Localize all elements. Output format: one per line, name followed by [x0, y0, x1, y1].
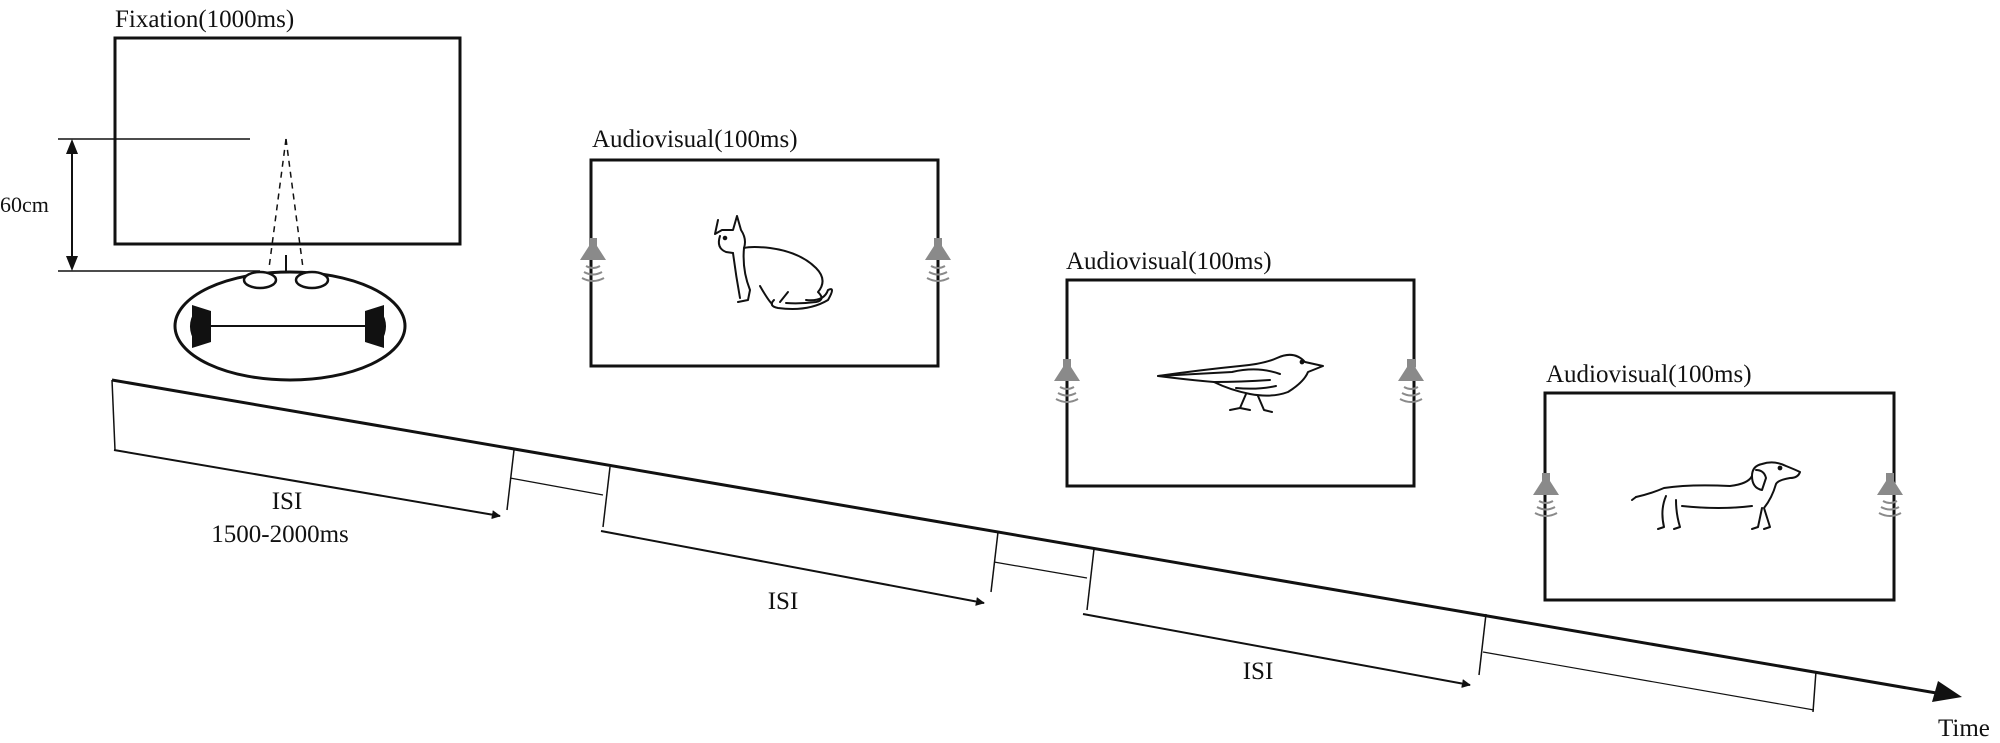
isi-1-label: ISI	[272, 488, 303, 515]
trial-3-screen	[1543, 391, 1896, 602]
isi-1-arrow	[113, 449, 501, 520]
time-axis-label: Time	[1938, 715, 1990, 742]
speaker-right-icon	[924, 237, 952, 282]
isi-2-label: ISI	[768, 588, 799, 615]
isi-3-label: ISI	[1243, 658, 1274, 685]
distance-label: 60cm	[0, 192, 49, 217]
cat-icon	[714, 215, 833, 310]
trial-2-title: Audiovisual(100ms)	[1066, 248, 1272, 275]
speaker-left-icon	[1532, 472, 1560, 517]
trial-1-title: Audiovisual(100ms)	[592, 126, 798, 153]
trial-1-screen	[589, 158, 940, 368]
fixation-panel: Fixation(1000ms) 60cm	[0, 6, 462, 382]
isi-1-range: 1500-2000ms	[211, 521, 349, 548]
speaker-left-icon	[1053, 358, 1081, 403]
trial-2-panel: Audiovisual(100ms)	[1053, 248, 1425, 488]
distance-arrow	[66, 139, 78, 271]
time-axis	[111, 378, 1949, 697]
fixation-screen	[113, 36, 462, 246]
speaker-left-icon	[579, 237, 607, 282]
timeline	[111, 378, 1962, 713]
speaker-right-icon	[1876, 472, 1904, 517]
trial-3-panel: Audiovisual(100ms)	[1532, 361, 1904, 602]
dog-icon	[1631, 461, 1801, 530]
bird-icon	[1157, 353, 1324, 413]
fixation-title: Fixation(1000ms)	[115, 6, 294, 33]
isi-2-arrow	[600, 530, 985, 606]
time-axis-arrowhead	[1932, 681, 1962, 702]
trial-3-title: Audiovisual(100ms)	[1546, 361, 1752, 388]
trial-1-panel: Audiovisual(100ms)	[579, 126, 952, 368]
head-with-headphones-icon	[173, 255, 407, 382]
speaker-right-icon	[1397, 358, 1425, 403]
isi-3-arrow	[1082, 613, 1471, 688]
trial-2-screen	[1065, 278, 1416, 488]
